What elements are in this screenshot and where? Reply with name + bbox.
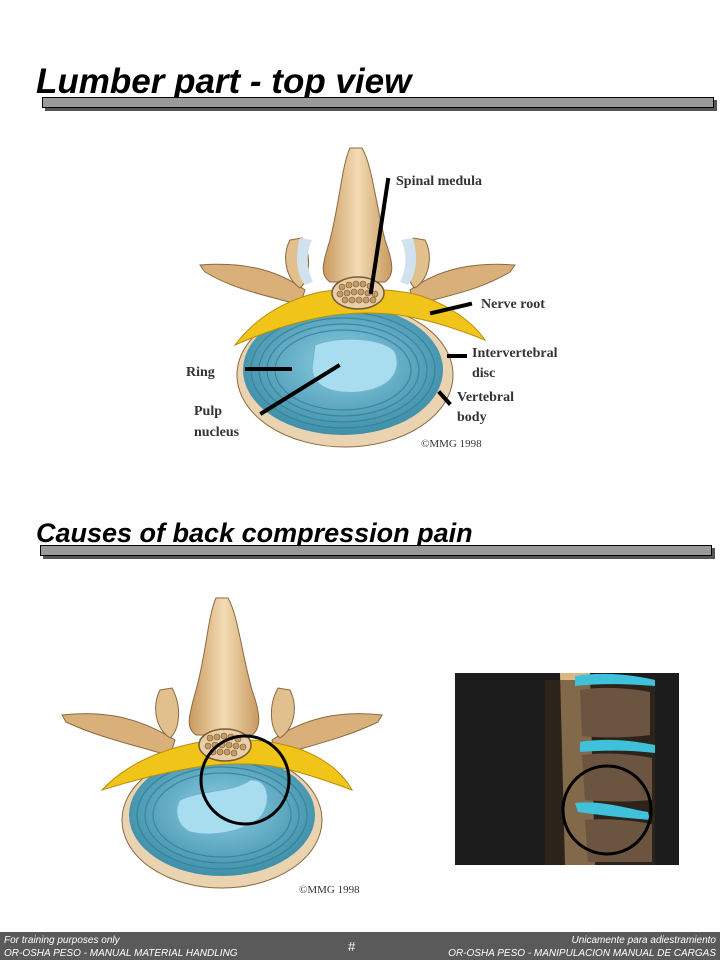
- label-vertebral-body-line1: Vertebral: [457, 390, 515, 405]
- footer-left: For training purposes only OR-OSHA PESO …: [4, 934, 238, 960]
- label-nerve-root: Nerve root: [481, 297, 545, 312]
- footer-right-line1: Unicamente para adiestramiento: [571, 935, 716, 946]
- xray-highlight-circle: [561, 764, 653, 856]
- pointer-pulp-nucleus: [259, 363, 341, 416]
- footer-left-line2: OR-OSHA PESO - MANUAL MATERIAL HANDLING: [4, 948, 238, 959]
- vertebra-illustration-top: [199, 147, 516, 448]
- pointer-nerve-root: [429, 301, 473, 316]
- footer-right-line2: OR-OSHA PESO - MANIPULACION MANUAL DE CA…: [448, 948, 716, 959]
- footer-left-line1: For training purposes only: [4, 935, 120, 946]
- label-pulp-nucleus-line2: nucleus: [194, 425, 240, 440]
- label-intervertebral-disc-line1: Intervertebral: [472, 346, 558, 361]
- section-title: Causes of back compression pain: [36, 518, 473, 548]
- label-ring: Ring: [186, 365, 215, 380]
- page-title: Lumber part - top view: [36, 62, 412, 101]
- label-vertebral-body-line2: body: [457, 410, 487, 425]
- title-underline-bar: [42, 97, 714, 108]
- footer-right: Unicamente para adiestramiento OR-OSHA P…: [448, 934, 716, 960]
- vertebra-illustration-bottom: [61, 597, 383, 889]
- pointer-spinal-medula: [368, 177, 391, 295]
- footer-bar: For training purposes only OR-OSHA PESO …: [0, 932, 720, 960]
- copyright-top: ©MMG 1998: [421, 438, 482, 450]
- subtitle-underline-bar: [40, 545, 712, 556]
- spine-xray-image: [455, 673, 679, 865]
- label-pulp-nucleus-line1: Pulp: [194, 404, 223, 419]
- copyright-bottom: ©MMG 1998: [299, 884, 360, 896]
- label-spinal-medula: Spinal medula: [396, 174, 482, 189]
- label-intervertebral-disc-line2: disc: [472, 366, 496, 381]
- pointer-vertebral-body: [437, 390, 452, 406]
- slide-number: #: [348, 939, 356, 954]
- herniation-highlight-circle: [199, 734, 291, 826]
